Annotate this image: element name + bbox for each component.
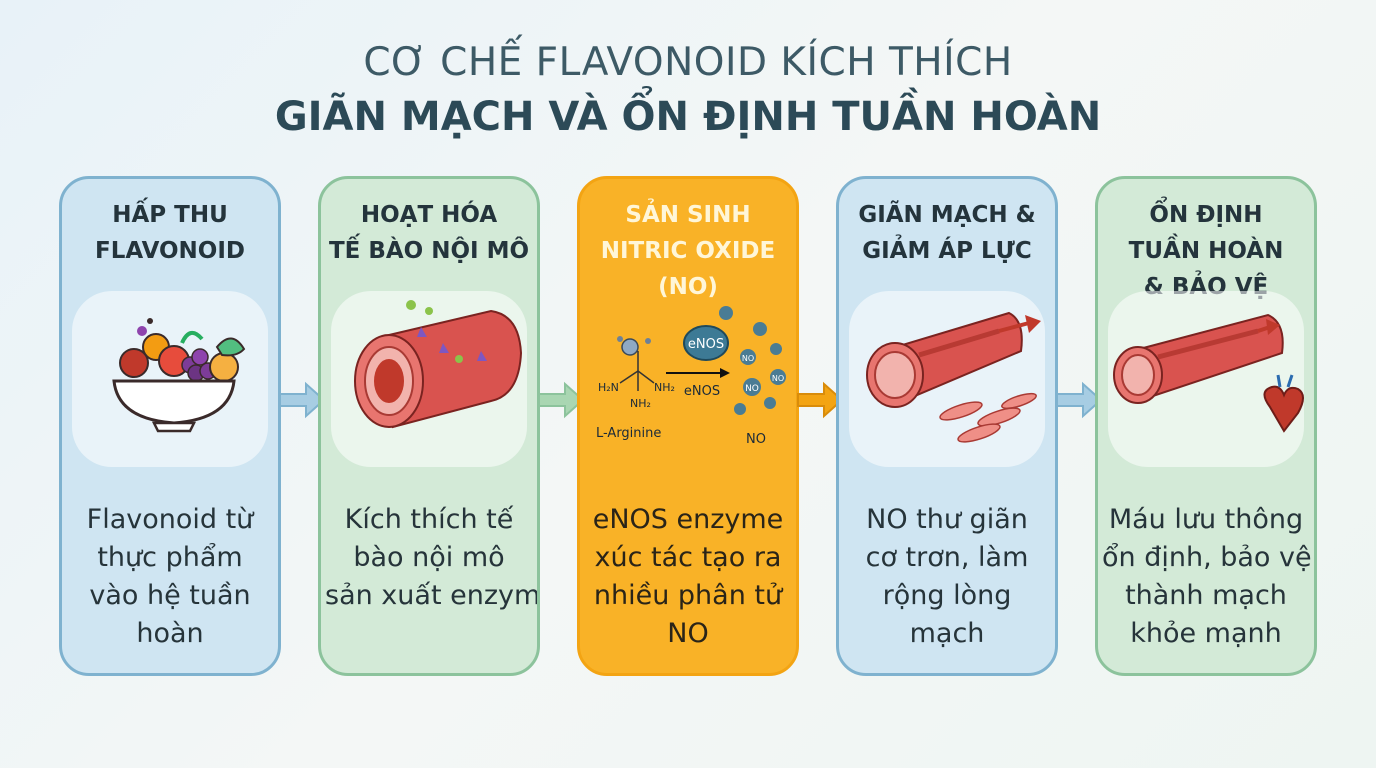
healthy-vessel-icon [1113,313,1304,433]
arrow-right-icon [797,381,844,419]
heading-line: ỔN ĐỊNH [1149,202,1263,228]
heading-line: (NO) [658,274,718,300]
step-card-nitric-oxide: SẢN SINH NITRIC OXIDE (NO) H₂N NH₂ NH₂ L… [577,176,799,676]
step-description: Flavonoid từ thực phẩm vào hệ tuần hoàn [66,501,274,653]
nh2-label: H₂N [598,381,619,394]
step-heading: ỔN ĐỊNH TUẦN HOÀN & BẢO VỆ [1098,197,1314,305]
product-label: NO [746,432,766,447]
step-description: eNOS enzyme xúc tác tạo ra nhiều phân tử… [584,501,792,653]
healthy-vessel-illustration [1108,291,1304,467]
body-line: bào nội mô [353,542,505,573]
body-line: mạch [909,618,985,649]
body-line: vào hệ tuần [89,580,251,611]
step-heading: GIÃN MẠCH & GIẢM ÁP LỰC [839,197,1055,269]
step-card-absorb: HẤP THU FLAVONOID Flavonoid từ thực phẩm… [59,176,281,676]
heading-line: HẤP THU [112,202,228,228]
step-description: Kích thích tế bào nội mô sản xuất enzym [325,501,540,615]
body-line: xúc tác tạo ra [594,542,782,573]
body-line: NO [667,618,709,649]
step-card-circulation: ỔN ĐỊNH TUẦN HOÀN & BẢO VỆ Máu lưu thông… [1095,176,1317,676]
dilated-vessel-icon [866,311,1041,443]
enzyme-label: eNOS [688,337,724,352]
heading-line: GIẢM ÁP LỰC [862,238,1032,264]
body-line: sản xuất enzym [325,580,540,611]
heading-line: TUẦN HOÀN [1128,238,1284,264]
body-line: thực phẩm [97,542,243,573]
fruit-bowl-icon [112,318,246,433]
heading-line: GIÃN MẠCH & [858,202,1036,228]
nh2-label: NH₂ [630,397,651,410]
step-description: NO thư giãn cơ trơn, làm rộng lòng mạch [843,501,1051,653]
body-line: eNOS enzyme [592,504,784,535]
heading-line: NITRIC OXIDE [600,238,776,264]
step-card-vasodilation: GIÃN MẠCH & GIẢM ÁP LỰC NO thư giãn cơ t… [836,176,1058,676]
heading-line: HOẠT HÓA [360,202,498,228]
arrow-right-icon [538,381,585,419]
step-card-endothelium: HOẠT HÓA TẾ BÀO NỘI MÔ Kích thích tế bào… [318,176,540,676]
body-line: NO thư giãn [866,504,1028,535]
enos-reaction-diagram: H₂N NH₂ NH₂ L-Arginine eNOS eNOS NO NO N… [590,291,786,467]
arrow-right-icon [1056,381,1103,419]
body-line: Flavonoid từ [86,504,254,535]
step-description: Máu lưu thông ổn định, bảo vệ thành mạch… [1102,501,1312,653]
body-line: Máu lưu thông [1108,504,1304,535]
body-line: Kích thích tế [344,504,514,535]
body-line: khỏe mạnh [1130,618,1282,649]
molecule-label: NO [745,384,759,394]
body-line: cơ trơn, làm [865,542,1029,573]
step-heading: HOẠT HÓA TẾ BÀO NỘI MÔ [321,197,537,269]
fruit-bowl-illustration [72,291,268,467]
body-line: ổn định, bảo vệ [1102,542,1312,573]
body-line: hoàn [136,618,204,649]
reaction-diagram: H₂N NH₂ NH₂ L-Arginine eNOS eNOS NO NO N… [596,306,786,447]
heading-line: TẾ BÀO NỘI MÔ [328,238,530,264]
vessel-illustration [331,291,527,467]
title-line-1: CƠ CHẾ FLAVONOID KÍCH THÍCH [363,40,1013,85]
molecule-label: NO [772,374,784,383]
step-heading: HẤP THU FLAVONOID [62,197,278,269]
molecule-label: NO [742,354,754,363]
body-line: rộng lòng [882,580,1012,611]
body-line: nhiều phân tử [593,580,783,611]
title-line-2: GIÃN MẠCH VÀ ỔN ĐỊNH TUẦN HOÀN [274,94,1102,140]
heading-line: FLAVONOID [94,238,245,264]
dilated-vessel-illustration [849,291,1045,467]
substrate-label: L-Arginine [596,426,661,441]
heading-line: SẢN SINH [625,202,751,228]
blood-vessel-icon [354,300,523,429]
nh2-label: NH₂ [654,381,675,394]
enzyme-label: eNOS [684,384,720,399]
body-line: thành mạch [1125,580,1287,611]
step-heading: SẢN SINH NITRIC OXIDE (NO) [580,197,796,305]
arrow-right-icon [279,381,326,419]
